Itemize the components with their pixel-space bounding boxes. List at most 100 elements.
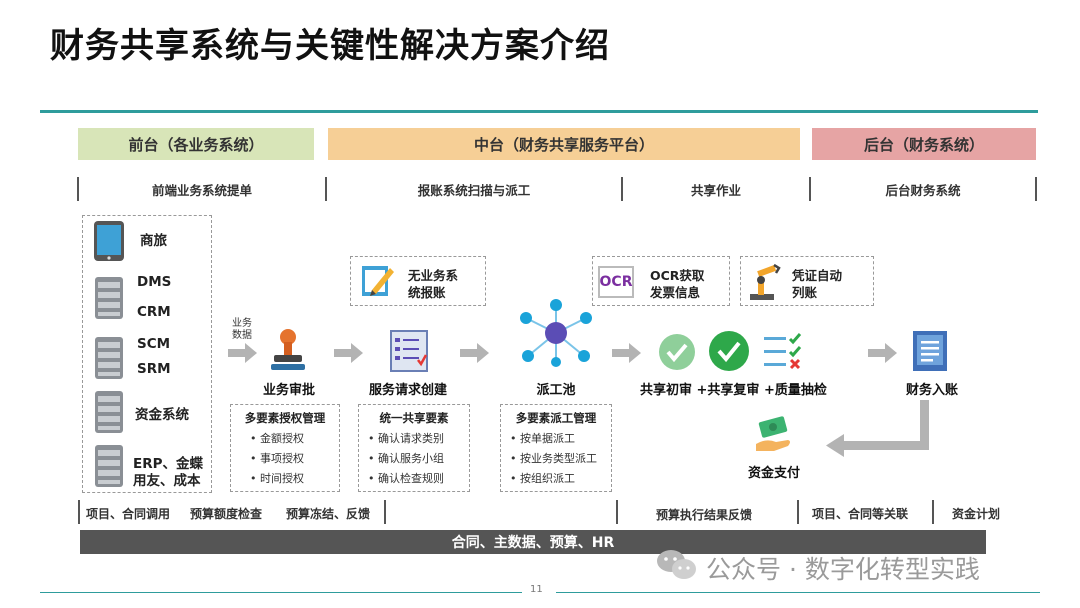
form-icon — [390, 330, 428, 376]
zone-back: 后台（财务系统） — [812, 128, 1036, 160]
list-item: • 金额授权 — [250, 432, 304, 445]
box-auth-title: 多要素授权管理 — [244, 411, 326, 425]
callout-voucher-text: 凭证自动 列账 — [792, 267, 842, 301]
callout-line: 凭证自动 — [792, 268, 843, 283]
list-item-text: 确认检查规则 — [378, 472, 444, 485]
callout-ocr-text: OCR获取 发票信息 — [650, 267, 704, 301]
callout-line: 列账 — [792, 285, 818, 300]
system-travel: 商旅 — [140, 233, 167, 249]
flow-label-business: 业务 — [232, 318, 252, 329]
system-dms: DMS — [137, 274, 172, 290]
arrow-right-icon — [334, 343, 364, 367]
list-item-text: 时间授权 — [260, 472, 304, 485]
server-icon — [94, 336, 124, 384]
system-yonyou: 用友、成本 — [133, 473, 201, 489]
wechat-icon — [656, 548, 698, 586]
list-item: • 按业务类型派工 — [510, 452, 597, 465]
pencil-note-icon — [360, 262, 396, 302]
list-item-text: 事项授权 — [260, 452, 304, 465]
node-pool: 派工池 — [536, 383, 576, 398]
callout-non-business — [350, 256, 486, 306]
bottom-label-budget-check: 预算额度检查 — [190, 507, 263, 521]
divider — [384, 500, 386, 524]
system-srm: SRM — [137, 361, 171, 377]
flow-label-data: 数据 — [232, 330, 252, 341]
check-circle-icon — [708, 330, 750, 376]
base-data-bar: 合同、主数据、预算、HR — [80, 530, 986, 554]
divider — [1035, 177, 1037, 201]
callout-non-business-text: 无业务系 统报账 — [408, 267, 458, 301]
box-dispatch-title: 多要素派工管理 — [515, 411, 597, 425]
server-icon — [94, 276, 124, 324]
arrow-return-icon — [826, 400, 936, 464]
list-item-text: 按业务类型派工 — [520, 452, 597, 465]
list-item: • 确认服务小组 — [368, 452, 444, 465]
bottom-label-project-link: 项目、合同等关联 — [812, 507, 909, 521]
list-item-text: 按单据派工 — [520, 432, 575, 445]
callout-line: 发票信息 — [650, 285, 701, 300]
node-approval: 业务审批 — [262, 383, 315, 398]
callout-ocr — [592, 256, 730, 306]
divider — [932, 500, 934, 524]
divider — [621, 177, 623, 201]
list-item: • 事项授权 — [250, 452, 304, 465]
callout-line: 统报账 — [408, 285, 446, 300]
node-review: 共享初审 +共享复审 +质量抽检 — [640, 383, 827, 398]
checklist-icon — [762, 332, 804, 376]
sub-shared: 共享作业 — [690, 182, 741, 198]
watermark: 公众号 · 数字化转型实践 — [706, 555, 980, 584]
page-number: 11 — [530, 584, 543, 595]
divider — [78, 500, 80, 524]
system-erp: ERP、金蝶 — [133, 456, 204, 472]
divider — [77, 177, 79, 201]
sub-front: 前端业务系统提单 — [151, 182, 252, 198]
bottom-label-project: 项目、合同调用 — [86, 507, 171, 521]
zone-front: 前台（各业务系统） — [78, 128, 314, 160]
network-icon — [518, 298, 594, 372]
arrow-right-icon — [228, 343, 258, 367]
list-item-text: 金额授权 — [260, 432, 304, 445]
robot-arm-icon — [746, 262, 782, 306]
node-payment: 资金支付 — [747, 466, 800, 481]
divider — [809, 177, 811, 201]
sub-scan: 报账系统扫描与派工 — [417, 182, 531, 198]
ledger-icon — [912, 330, 948, 376]
arrow-right-icon — [868, 343, 898, 367]
ocr-icon: OCR — [598, 266, 634, 298]
footer-rule-right — [556, 592, 1040, 593]
list-item-text: 确认服务小组 — [378, 452, 444, 465]
node-request: 服务请求创建 — [368, 383, 447, 398]
box-elements — [358, 404, 470, 492]
sub-back: 后台财务系统 — [885, 182, 961, 198]
zone-middle: 中台（财务共享服务平台） — [328, 128, 800, 160]
divider — [325, 177, 327, 201]
server-icon — [94, 390, 124, 438]
check-circle-icon — [658, 333, 696, 375]
systems-panel — [82, 215, 212, 493]
list-item: • 确认请求类别 — [368, 432, 444, 445]
callout-voucher — [740, 256, 874, 306]
divider — [797, 500, 799, 524]
arrow-right-icon — [612, 343, 642, 367]
system-scm: SCM — [137, 336, 171, 352]
list-item: • 按组织派工 — [510, 472, 575, 485]
box-elements-title: 统一共享要素 — [379, 411, 449, 425]
box-dispatch — [500, 404, 612, 492]
callout-line: 无业务系 — [408, 268, 459, 283]
footer-rule-left — [40, 592, 522, 593]
stamp-icon — [268, 328, 308, 376]
tablet-icon — [92, 220, 126, 266]
page-title: 财务共享系统与关键性解决方案介绍 — [50, 26, 610, 66]
divider — [616, 500, 618, 524]
bottom-label-budget-feedback: 预算执行结果反馈 — [656, 508, 753, 522]
list-item: • 按单据派工 — [510, 432, 575, 445]
bottom-label-fund-plan: 资金计划 — [952, 507, 1001, 521]
list-item: • 确认检查规则 — [368, 472, 444, 485]
system-crm: CRM — [137, 304, 171, 320]
money-hand-icon — [754, 416, 794, 460]
list-item-text: 按组织派工 — [520, 472, 575, 485]
bottom-label-budget-freeze: 预算冻结、反馈 — [286, 507, 371, 521]
box-auth — [230, 404, 340, 492]
node-posting: 财务入账 — [905, 383, 958, 398]
list-item: • 时间授权 — [250, 472, 304, 485]
